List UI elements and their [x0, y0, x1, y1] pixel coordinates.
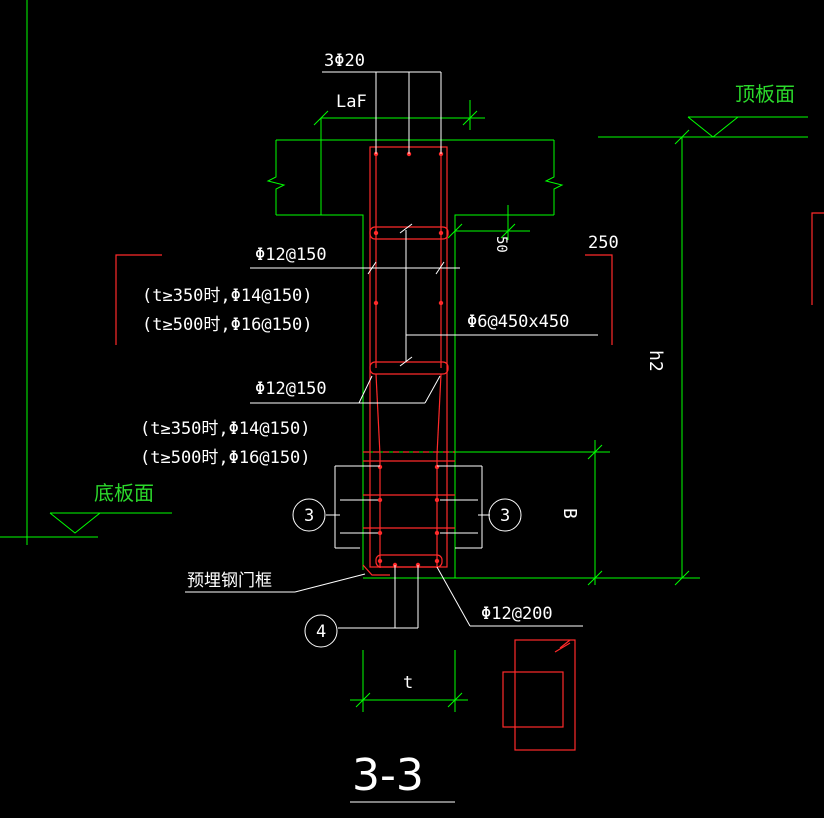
callout-label-right: 3: [500, 506, 510, 526]
label-tie: Φ6@450x450: [467, 312, 569, 332]
label-h2: h2: [645, 350, 666, 372]
callout-circle-bottom: [304, 614, 338, 648]
label-embedded-frame: 预埋钢门框: [187, 571, 272, 591]
dim-50: [447, 205, 530, 240]
label-rebar-upper: Φ12@150: [255, 245, 327, 265]
bottom-surface-symbol: [49, 512, 102, 534]
t-dimension: [350, 650, 468, 712]
label-top-surface: 顶板面: [735, 82, 795, 106]
laf-dimension: [313, 100, 485, 215]
label-top-rebar: 3Φ20: [324, 51, 365, 71]
callout-label-bottom: 4: [316, 622, 326, 642]
stirrup-detail: [502, 639, 576, 751]
label-dim-50: 50: [493, 236, 509, 253]
callout-circle-right: [488, 498, 522, 532]
label-stirrup: Φ12@200: [481, 604, 553, 624]
section-title: 3-3: [352, 750, 424, 801]
label-rebar-lower: Φ12@150: [255, 379, 327, 399]
callout-label-left: 3: [304, 506, 314, 526]
leader-lines: [185, 71, 598, 803]
label-dim-b: B: [559, 508, 580, 519]
h2-dimension: [455, 129, 700, 586]
red-mark-left: [115, 254, 162, 345]
red-mark-edge: [811, 212, 824, 305]
label-dim-250: 250: [588, 233, 619, 253]
label-rebar-upper-note2: (t≥500时,Φ16@150): [142, 315, 313, 335]
wall-outline: [266, 139, 564, 579]
red-mark-right: [585, 254, 613, 345]
label-bottom-surface: 底板面: [94, 481, 154, 505]
label-rebar-upper-note1: (t≥350时,Φ14@150): [142, 286, 313, 306]
label-rebar-lower-note1: (t≥350时,Φ14@150): [140, 419, 311, 439]
callout-circle-left: [292, 498, 326, 532]
label-dim-t: t: [403, 673, 413, 693]
top-surface-symbol: [687, 116, 740, 138]
label-rebar-lower-note2: (t≥500时,Φ16@150): [140, 448, 311, 468]
rebar-cage: [362, 146, 455, 576]
label-laf: LaF: [336, 92, 367, 112]
